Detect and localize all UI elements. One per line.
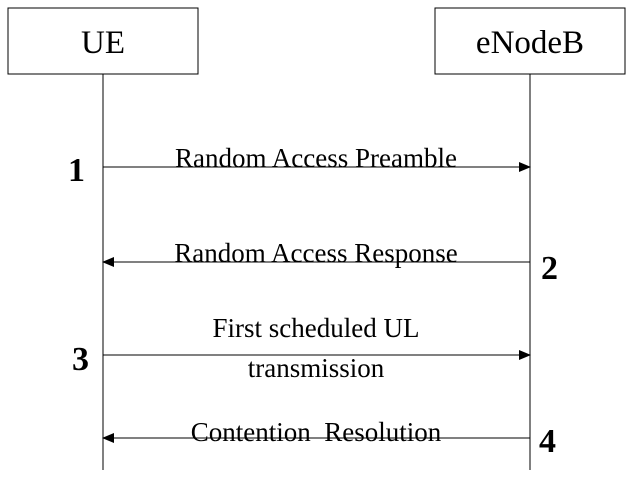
participant-ue-label: UE [81,25,125,61]
step-number-4: 4 [539,423,556,460]
step-number-2: 2 [541,250,558,287]
message-1-label: Random Access Preamble [175,143,457,173]
participant-enodeb-label: eNodeB [476,25,584,61]
message-2-label: Random Access Response [174,238,457,268]
message-3-label-line-2: transmission [248,353,385,383]
participant-enodeb-box [434,7,626,75]
message-4-label: Contention Resolution [191,417,442,447]
participant-enodeb: eNodeB [434,7,626,75]
message-2: Random Access Response 2 [102,238,558,287]
participant-ue: UE [7,7,199,75]
participant-ue-box [7,7,199,75]
step-number-3: 3 [72,341,89,378]
message-1: Random Access Preamble 1 [68,143,531,189]
message-3-label-line-1: First scheduled UL [213,313,420,343]
message-3: First scheduled UL transmission 3 [72,313,531,383]
step-number-1: 1 [68,152,85,189]
message-4: Contention Resolution 4 [102,417,556,460]
